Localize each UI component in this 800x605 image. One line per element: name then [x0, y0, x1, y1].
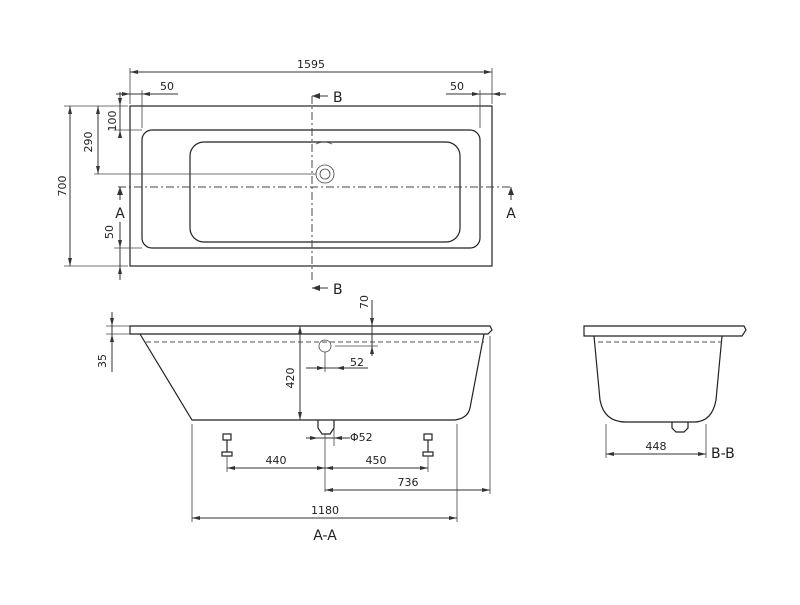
dim-lower-rim-text: 50: [103, 225, 116, 239]
section-marker-a-right: A: [506, 187, 516, 222]
section-marker-a-left: A: [115, 187, 125, 222]
section-aa-rim: [129, 325, 493, 335]
plan-outer-rim: [129, 105, 493, 267]
dim-drain-offset: 290: [82, 106, 316, 175]
dim-right-rim: 50: [446, 80, 506, 128]
dim-drain-gap: 52: [306, 352, 368, 372]
section-aa-drain-icon: [317, 420, 335, 435]
dim-top-length: 1595: [129, 58, 493, 104]
dim-inner-rim: 100: [106, 92, 142, 138]
dim-width-total: 700: [56, 105, 128, 267]
dim-base-length-text: 1180: [311, 504, 339, 517]
dim-side-rim: 35: [96, 312, 130, 372]
dim-section-bb-width: 448: [605, 424, 707, 458]
dim-leg-left-text: 440: [266, 454, 287, 467]
dim-legs: 440 450: [226, 454, 429, 472]
dim-left-rim: 50: [116, 80, 178, 128]
dim-top-length-text: 1595: [297, 58, 325, 71]
foot-right-icon: [422, 433, 434, 457]
section-bb-view: [583, 325, 747, 433]
section-aa-basin: [139, 333, 485, 421]
section-bb-basin: [593, 335, 723, 423]
dim-drain-to-end: 736: [325, 336, 491, 494]
plan-basin-floor: [189, 141, 461, 243]
section-marker-b-top-text: B: [333, 90, 343, 106]
dim-section-bb-width-text: 448: [646, 440, 667, 453]
overflow-icon: [315, 141, 333, 145]
dim-depth-text: 420: [284, 368, 297, 389]
dim-rim-height: 70: [335, 295, 378, 356]
dim-drain-diameter-text: Φ52: [350, 431, 373, 444]
section-marker-b-top: B: [312, 90, 343, 106]
dim-depth: 420: [284, 326, 302, 420]
dim-inner-rim-text: 100: [106, 111, 119, 132]
drain-outer-icon: [315, 164, 335, 184]
view-label-aa: A-A: [313, 528, 337, 544]
foot-left-icon: [221, 433, 233, 457]
view-label-bb: B-B: [711, 446, 735, 462]
dim-leg-right-text: 450: [366, 454, 387, 467]
dim-lower-rim: 50: [103, 222, 142, 280]
section-marker-a-left-text: A: [115, 206, 125, 222]
dim-drain-diameter: Φ52: [306, 428, 373, 446]
dim-drain-offset-text: 290: [82, 132, 95, 153]
dim-drain-gap-text: 52: [350, 356, 364, 369]
section-aa-view: [129, 325, 493, 457]
plan-inner-rim: [141, 129, 481, 249]
dim-base-length: 1180: [191, 424, 458, 522]
plan-view: [118, 96, 512, 282]
dim-rim-height-text: 70: [358, 295, 371, 309]
dim-width-total-text: 700: [56, 176, 69, 197]
dim-left-rim-text: 50: [160, 80, 174, 93]
dim-side-rim-text: 35: [96, 354, 109, 368]
section-bb-drain-icon: [671, 422, 689, 433]
section-marker-b-bottom-text: B: [333, 282, 343, 298]
section-marker-a-right-text: A: [506, 206, 516, 222]
dim-drain-to-end-text: 736: [398, 476, 419, 489]
section-bb-rim: [583, 325, 747, 337]
drain-inner-icon: [319, 168, 331, 180]
dim-right-rim-text: 50: [450, 80, 464, 93]
section-marker-b-bottom: B: [312, 282, 343, 298]
